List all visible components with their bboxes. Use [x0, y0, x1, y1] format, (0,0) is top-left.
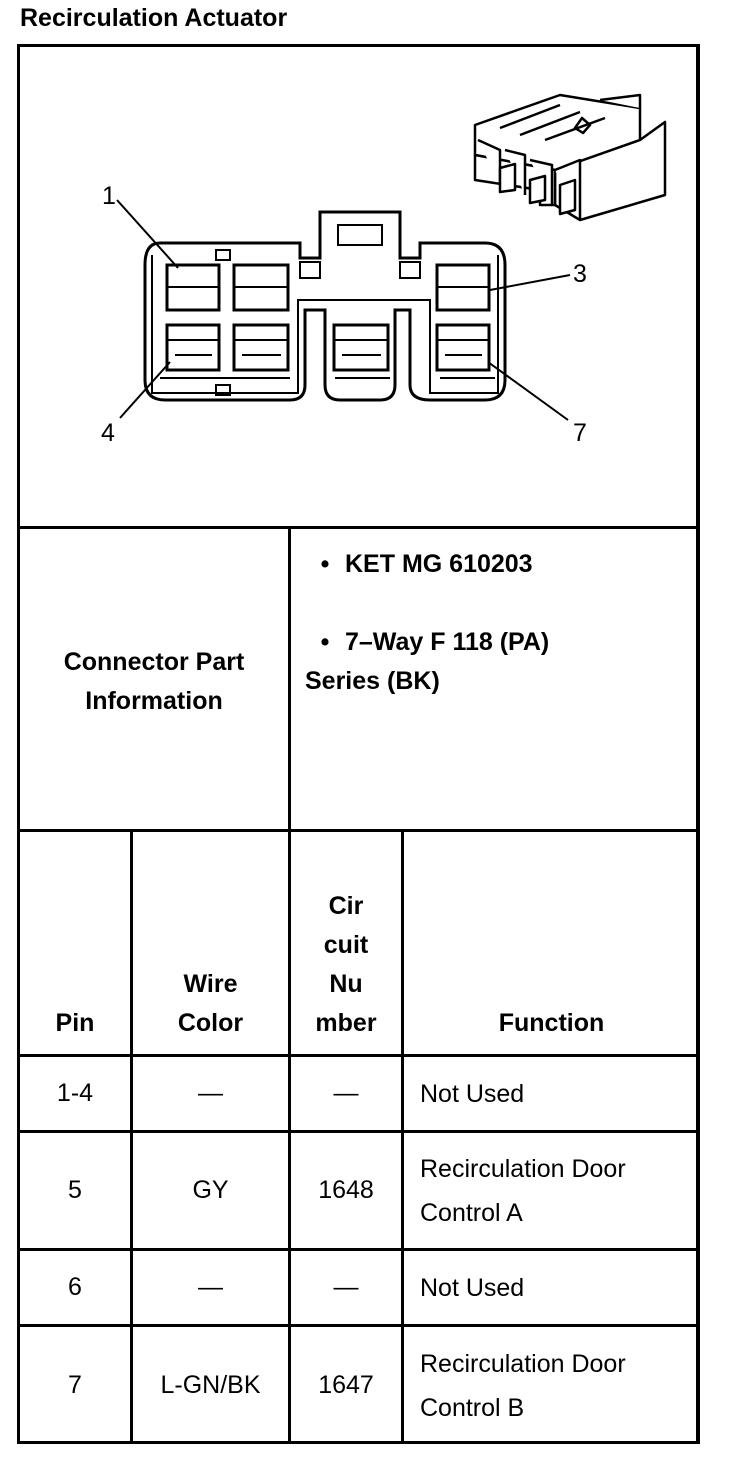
cell-function: Recirculation Door Control A: [420, 1154, 626, 1227]
cell-pin: 1-4: [56, 1079, 94, 1107]
cell-wire-color: GY: [192, 1176, 229, 1204]
divider: [401, 832, 404, 1444]
cell-pin: 5: [68, 1176, 82, 1204]
pin-label-1: 1: [102, 182, 116, 210]
divider: [20, 1130, 696, 1133]
header-pin: Pin: [55, 1009, 95, 1037]
connector-description: 7–Way F 118 (PA) Series (BK): [305, 628, 550, 695]
divider: [288, 529, 291, 832]
pin-label-3: 3: [573, 260, 587, 288]
divider: [20, 829, 696, 832]
header-wire-color: Wire Color: [177, 970, 244, 1037]
connector-part-number: KET MG 610203: [345, 550, 533, 578]
connector-face-illustration: [116, 93, 667, 421]
connector-info-item: • KET MG 610203: [305, 545, 685, 584]
cell-wire-color: —: [198, 1079, 223, 1107]
connector-info-label: Connector Part Information: [63, 648, 245, 715]
connector-table: 1 3 4 7 Connector Part Information • KET …: [17, 44, 700, 1444]
cell-circuit: —: [333, 1079, 359, 1107]
cell-function: Recirculation Door Control B: [420, 1349, 626, 1422]
header-function: Function: [498, 1009, 605, 1037]
cell-function: Not Used: [420, 1273, 525, 1302]
bullet: •: [320, 550, 330, 578]
divider: [20, 1248, 696, 1251]
pin-label-4: 4: [101, 419, 115, 447]
connector-info-list: •KET MG 610203 •7–Way F 118 (PA) Series …: [305, 545, 685, 701]
cell-pin: 6: [68, 1273, 82, 1301]
divider: [20, 1054, 696, 1057]
connector-diagram: 1 3 4 7: [20, 47, 696, 529]
pin-label-7: 7: [573, 419, 587, 447]
divider: [20, 1324, 696, 1327]
cell-function: Not Used: [420, 1079, 525, 1108]
divider: [288, 832, 291, 1444]
cell-pin: 7: [68, 1371, 82, 1399]
divider: [20, 526, 696, 529]
page-title: Recirculation Actuator: [20, 4, 288, 32]
cell-circuit: 1648: [318, 1176, 374, 1204]
cell-wire-color: L-GN/BK: [160, 1371, 261, 1399]
cell-circuit: —: [333, 1273, 359, 1301]
cell-circuit: 1647: [318, 1371, 374, 1399]
cell-wire-color: —: [198, 1273, 223, 1301]
divider: [130, 832, 133, 1444]
header-circuit-number: Cir cuit Nu mber: [315, 892, 377, 1037]
bullet: •: [320, 628, 330, 656]
connector-info-item: •7–Way F 118 (PA) Series (BK): [305, 623, 605, 701]
